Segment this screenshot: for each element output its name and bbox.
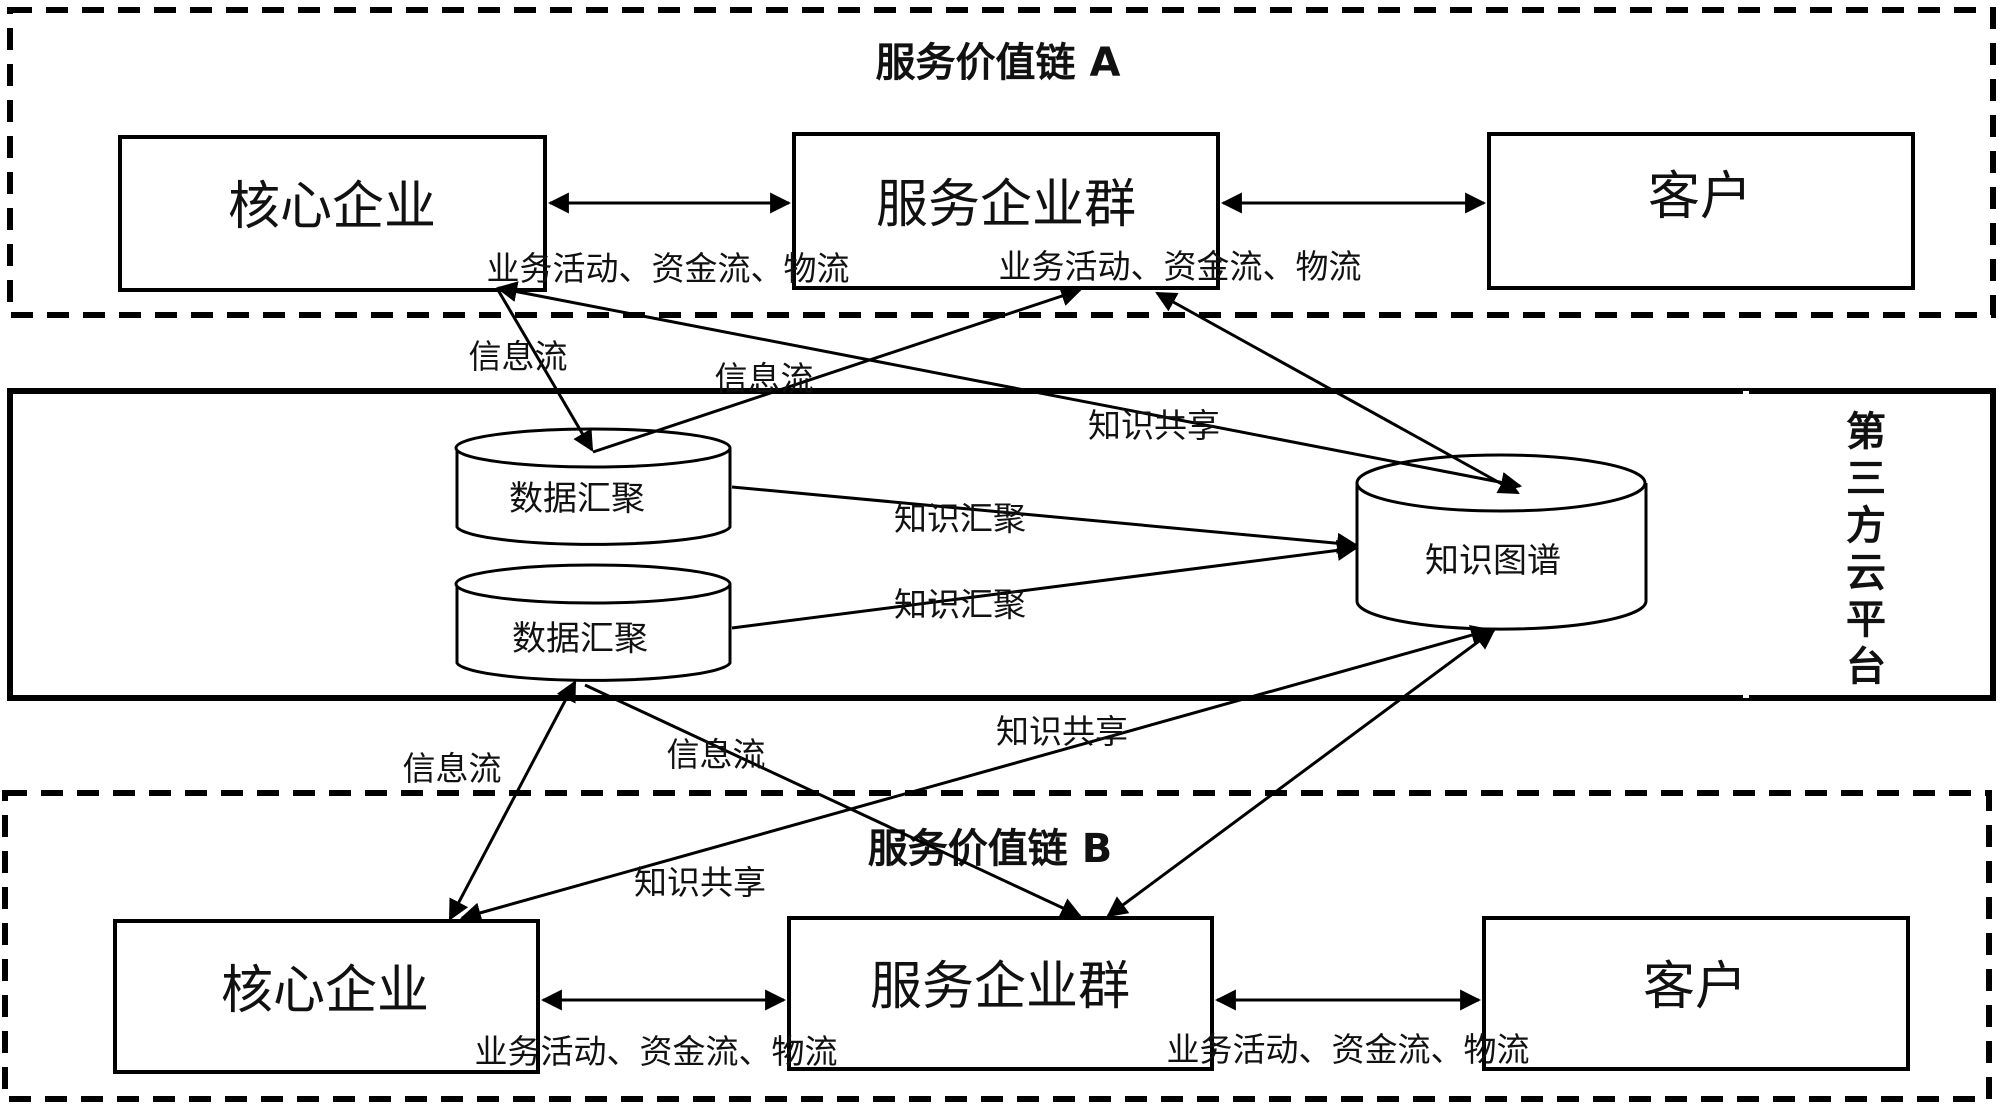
chain-b-service-group-label: 服务企业群	[870, 957, 1130, 1017]
chain-a-customer-label: 客户	[1648, 167, 1752, 227]
chain-b-core-box[interactable]	[113, 919, 540, 1074]
platform-title-char: 三	[1846, 456, 1886, 502]
knowledge-share-b-lower-label: 知识共享	[634, 863, 766, 902]
chain-a-link-label-1: 业务活动、资金流、物流	[487, 249, 850, 288]
cloud-platform-container	[7, 388, 1996, 701]
info-flow-b-core-label: 信息流	[403, 749, 502, 788]
knowledge-share-b-upper-label: 知识共享	[996, 712, 1128, 751]
knowledge-graph-label: 知识图谱	[1425, 541, 1561, 581]
chain-a-core-box[interactable]	[118, 135, 547, 292]
chain-a-customer-box[interactable]	[1487, 132, 1915, 290]
chain-b-customer-box[interactable]	[1482, 916, 1910, 1071]
chain-a-core-label: 核心企业	[228, 177, 436, 237]
chain-b-service-group-box[interactable]	[787, 916, 1214, 1071]
chain-b-link-label-1: 业务活动、资金流、物流	[475, 1032, 838, 1071]
info-flow-b-group-label: 信息流	[667, 735, 766, 774]
aggregate-arrow-2	[731, 539, 1359, 630]
chain-a-service-group-label: 服务企业群	[876, 175, 1136, 235]
chain-b-core-label: 核心企业	[221, 961, 429, 1021]
knowledge-share-a-group	[1155, 291, 1520, 495]
knowledge-share-b-group	[1106, 628, 1496, 918]
aggregate-arrow-1	[731, 485, 1359, 554]
data-hub-2[interactable]: 数据汇聚	[454, 563, 732, 682]
platform-title-char: 第	[1846, 409, 1886, 455]
chain-a-title: 服务价值链 A	[876, 40, 1121, 86]
knowledge-share-a-label: 知识共享	[1088, 406, 1220, 445]
info-flow-b-core	[448, 680, 577, 921]
aggregate-label-1: 知识汇聚	[894, 499, 1026, 538]
platform-title: 第 三 方 云 平 台	[1846, 409, 1886, 690]
platform-title-char: 方	[1846, 503, 1886, 549]
info-flow-a-core-label: 信息流	[469, 337, 568, 376]
aggregate-label-2: 知识汇聚	[894, 585, 1026, 624]
chain-a-service-group-box[interactable]	[792, 132, 1220, 290]
platform-title-char: 平	[1846, 597, 1886, 643]
data-hub-1-label: 数据汇聚	[509, 479, 645, 519]
chain-b-link-label-2: 业务活动、资金流、物流	[1167, 1030, 1530, 1069]
chain-a-link-label-2: 业务活动、资金流、物流	[999, 247, 1362, 286]
platform-title-char: 云	[1846, 550, 1886, 596]
data-hub-1[interactable]: 数据汇聚	[454, 427, 732, 546]
data-hub-2-label: 数据汇聚	[512, 619, 648, 659]
chain-b-customer-label: 客户	[1643, 957, 1747, 1017]
info-flow-a-group-label: 信息流	[715, 359, 814, 398]
platform-title-char: 台	[1846, 644, 1886, 690]
